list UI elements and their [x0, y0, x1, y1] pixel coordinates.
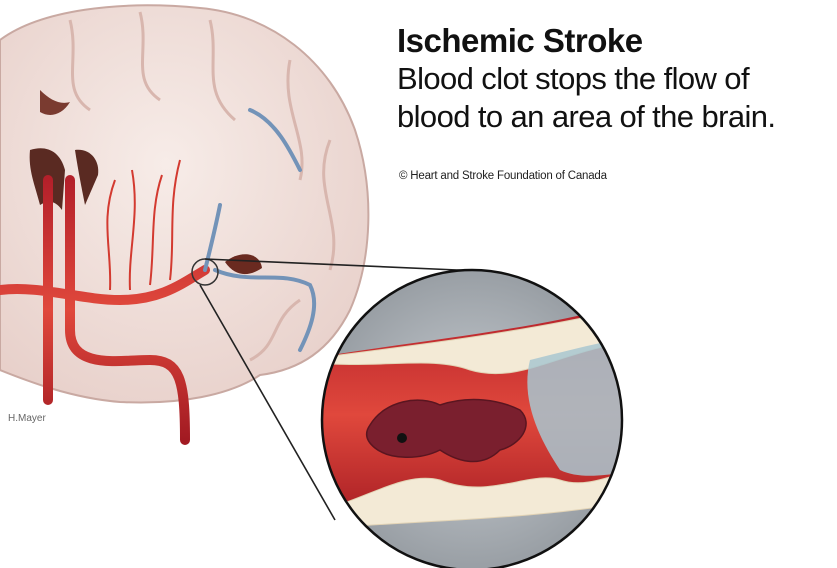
title: Ischemic Stroke — [397, 22, 837, 60]
subtitle-line-1: Blood clot stops the flow of — [397, 60, 837, 98]
artist-signature: H.Mayer — [8, 413, 46, 424]
subtitle: Blood clot stops the flow of blood to an… — [397, 60, 837, 136]
magnified-artery — [300, 270, 640, 568]
brain-cross-section — [0, 5, 368, 440]
caption-block: Ischemic Stroke Blood clot stops the flo… — [397, 22, 837, 136]
copyright-notice: © Heart and Stroke Foundation of Canada — [399, 170, 607, 182]
subtitle-line-2: blood to an area of the brain. — [397, 98, 837, 136]
